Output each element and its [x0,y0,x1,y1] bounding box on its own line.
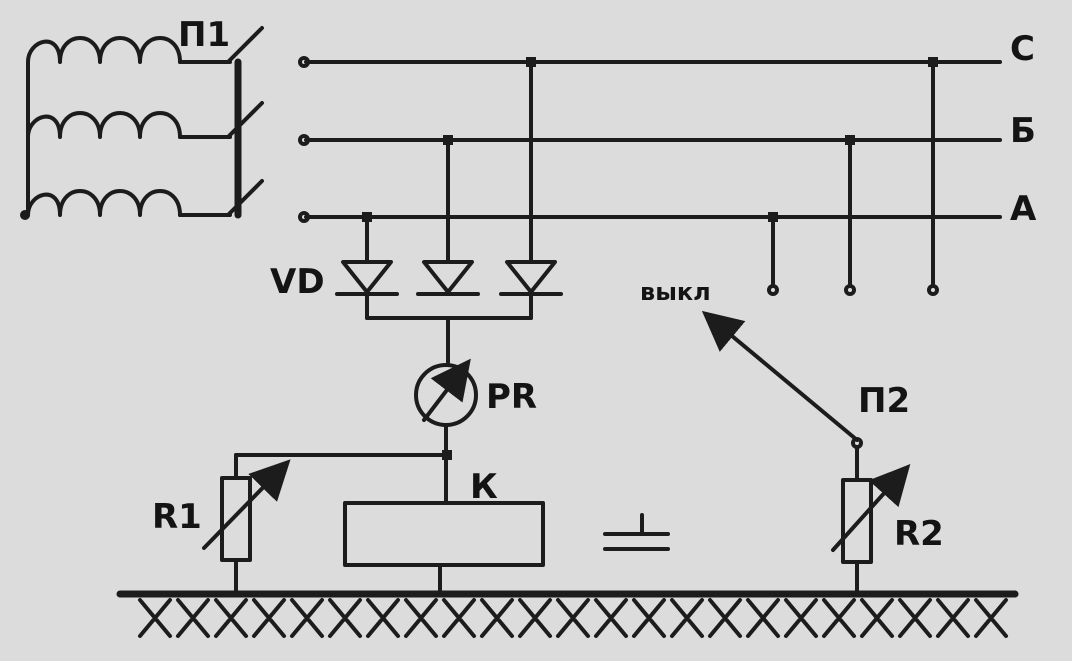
generator-windings [20,36,232,220]
resistor1-label: R1 [152,497,202,537]
phase-a-label: А [1010,189,1037,229]
phase-b-label: Б [1010,111,1036,151]
contact-label: К [470,467,498,507]
diode-bridge: VD [270,60,563,364]
meter-pr: PR [414,358,537,457]
diodes-label: VD [270,262,325,302]
off-label: выкл [640,278,711,306]
phase-c-label: С [1010,29,1035,69]
selector-contacts: выкл [640,60,939,306]
meter-label: PR [486,377,537,417]
resistor2-label: R2 [894,514,944,554]
phase-lines: С Б А [298,29,1037,229]
switch-p1: П1 [178,15,264,219]
ground-line [116,590,1019,638]
contact-symbol [603,513,670,551]
resistor-r1: R1 [152,453,448,592]
switch2-label: П2 [858,381,910,421]
switch1-label: П1 [178,15,230,55]
relay-coil: К [343,453,545,592]
switch-p2: П2 R2 [701,310,944,592]
